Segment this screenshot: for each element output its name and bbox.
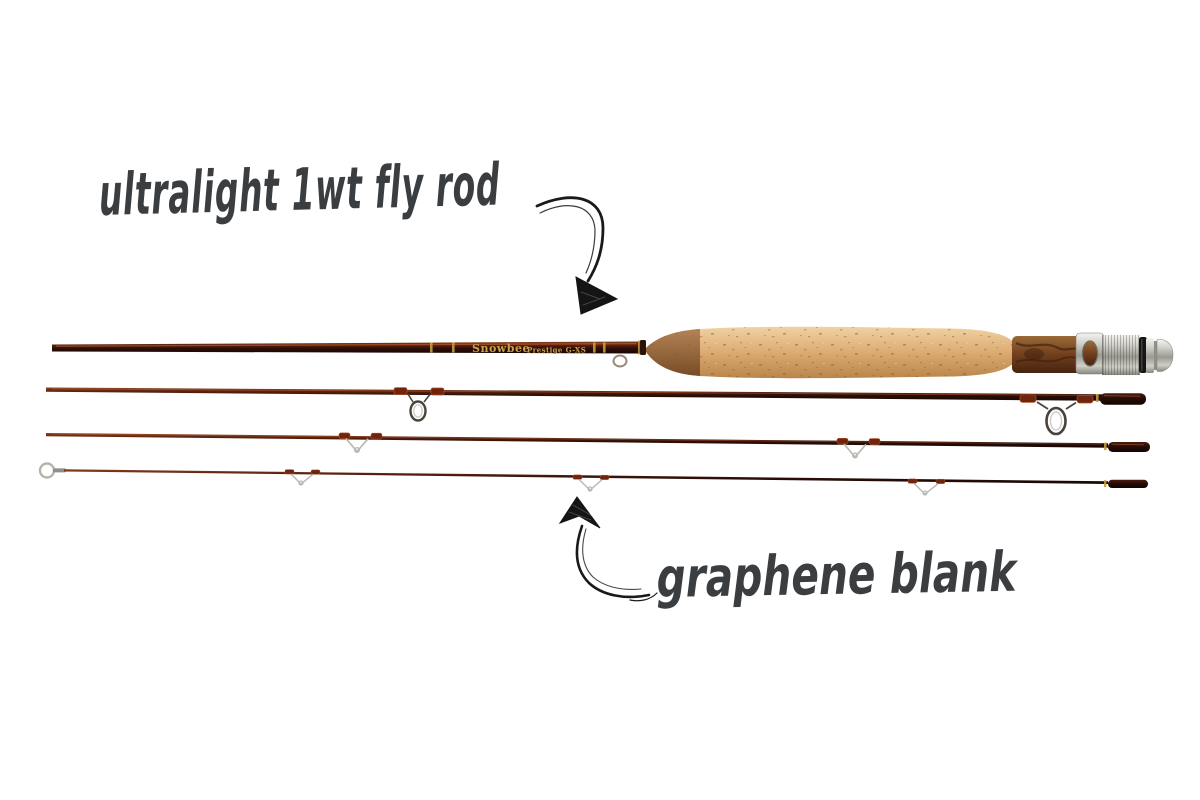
arrow-down-icon bbox=[535, 196, 619, 315]
hook-keeper-icon bbox=[612, 354, 628, 368]
butt-blank bbox=[52, 341, 642, 354]
gold-trim-rings bbox=[430, 342, 606, 353]
butt-cap bbox=[1156, 339, 1174, 372]
snake-guide bbox=[284, 469, 321, 486]
section2-blank bbox=[46, 387, 1102, 401]
stripping-guide-large bbox=[1019, 394, 1094, 436]
arrow-up-icon bbox=[558, 496, 658, 602]
rod-butt-section: Snowbee Prestige G-XS bbox=[52, 326, 1174, 379]
rod-brand-label: Snowbee bbox=[472, 342, 530, 355]
winding-check bbox=[640, 340, 646, 355]
snake-guide bbox=[907, 478, 946, 496]
section2-ferrule bbox=[1100, 393, 1146, 405]
rod-mid-section-upper bbox=[46, 387, 1146, 436]
tip-top-guide bbox=[38, 462, 56, 479]
cork-grip bbox=[646, 326, 1014, 379]
cork-front-taper bbox=[646, 329, 700, 376]
stripping-guide-small bbox=[393, 387, 445, 422]
reel-seat-wood-insert bbox=[1012, 336, 1084, 373]
snake-guide bbox=[572, 474, 610, 492]
reel-seat-rubber-ring bbox=[1139, 337, 1147, 373]
section3-ferrule bbox=[1108, 442, 1150, 452]
snake-guide bbox=[338, 432, 383, 454]
tip-blank bbox=[64, 469, 1108, 484]
butt-cap-flange bbox=[1146, 338, 1154, 373]
snake-guide bbox=[836, 437, 881, 459]
reel-seat bbox=[1012, 332, 1174, 375]
rod-model-label: Prestige G-XS bbox=[527, 346, 586, 355]
tip-ferrule bbox=[1108, 479, 1148, 488]
rod-mid-section-lower bbox=[46, 432, 1150, 459]
rod-tip-section bbox=[38, 462, 1148, 496]
